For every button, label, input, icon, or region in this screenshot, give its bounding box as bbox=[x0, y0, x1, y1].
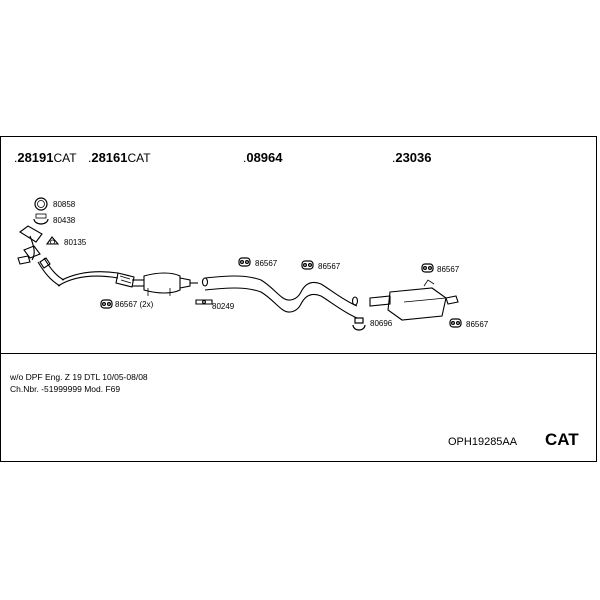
diagram-frame bbox=[0, 136, 597, 462]
vehicle-info-line1: w/o DPF Eng. Z 19 DTL 10/05-08/08 bbox=[10, 372, 148, 382]
label-86567-2x: 86567 (2x) bbox=[115, 300, 154, 309]
label-80858: 80858 bbox=[53, 200, 76, 209]
clamp-ring-icon bbox=[34, 197, 48, 211]
hanger-icon bbox=[449, 318, 462, 328]
u-clamp-icon bbox=[33, 213, 49, 225]
hanger-icon bbox=[421, 263, 434, 273]
part-number-28161: .28161CAT bbox=[88, 150, 151, 165]
part-number-23036: .23036 bbox=[392, 150, 432, 165]
label-86567-b: 86567 bbox=[318, 262, 341, 271]
label-86567-c: 86567 bbox=[437, 265, 460, 274]
rear-muffler-icon bbox=[369, 279, 459, 321]
kit-type: CAT bbox=[545, 430, 579, 449]
label-80135: 80135 bbox=[64, 238, 87, 247]
label-86567-d: 86567 bbox=[466, 320, 489, 329]
part-number-08964: .08964 bbox=[243, 150, 283, 165]
bracket-icon bbox=[195, 299, 213, 305]
cat-pipe-icon bbox=[57, 271, 198, 296]
rear-clamp-icon bbox=[352, 317, 366, 331]
kit-code: OPH19285AA bbox=[448, 436, 518, 448]
gasket-icon bbox=[45, 236, 60, 245]
front-pipe-icon bbox=[17, 225, 65, 287]
vehicle-info-line2: Ch.Nbr. -51999999 Mod. F69 bbox=[10, 384, 121, 394]
hanger-icon bbox=[238, 257, 251, 267]
hanger-icon bbox=[301, 260, 314, 270]
label-86567-a: 86567 bbox=[255, 259, 278, 268]
label-80696: 80696 bbox=[370, 319, 393, 328]
hanger-icon bbox=[100, 299, 113, 309]
label-80438: 80438 bbox=[53, 216, 76, 225]
section-divider bbox=[1, 353, 596, 354]
part-number-28191: .28191CAT bbox=[14, 150, 77, 165]
middle-pipe-icon bbox=[201, 275, 359, 319]
label-80249: 80249 bbox=[212, 302, 235, 311]
